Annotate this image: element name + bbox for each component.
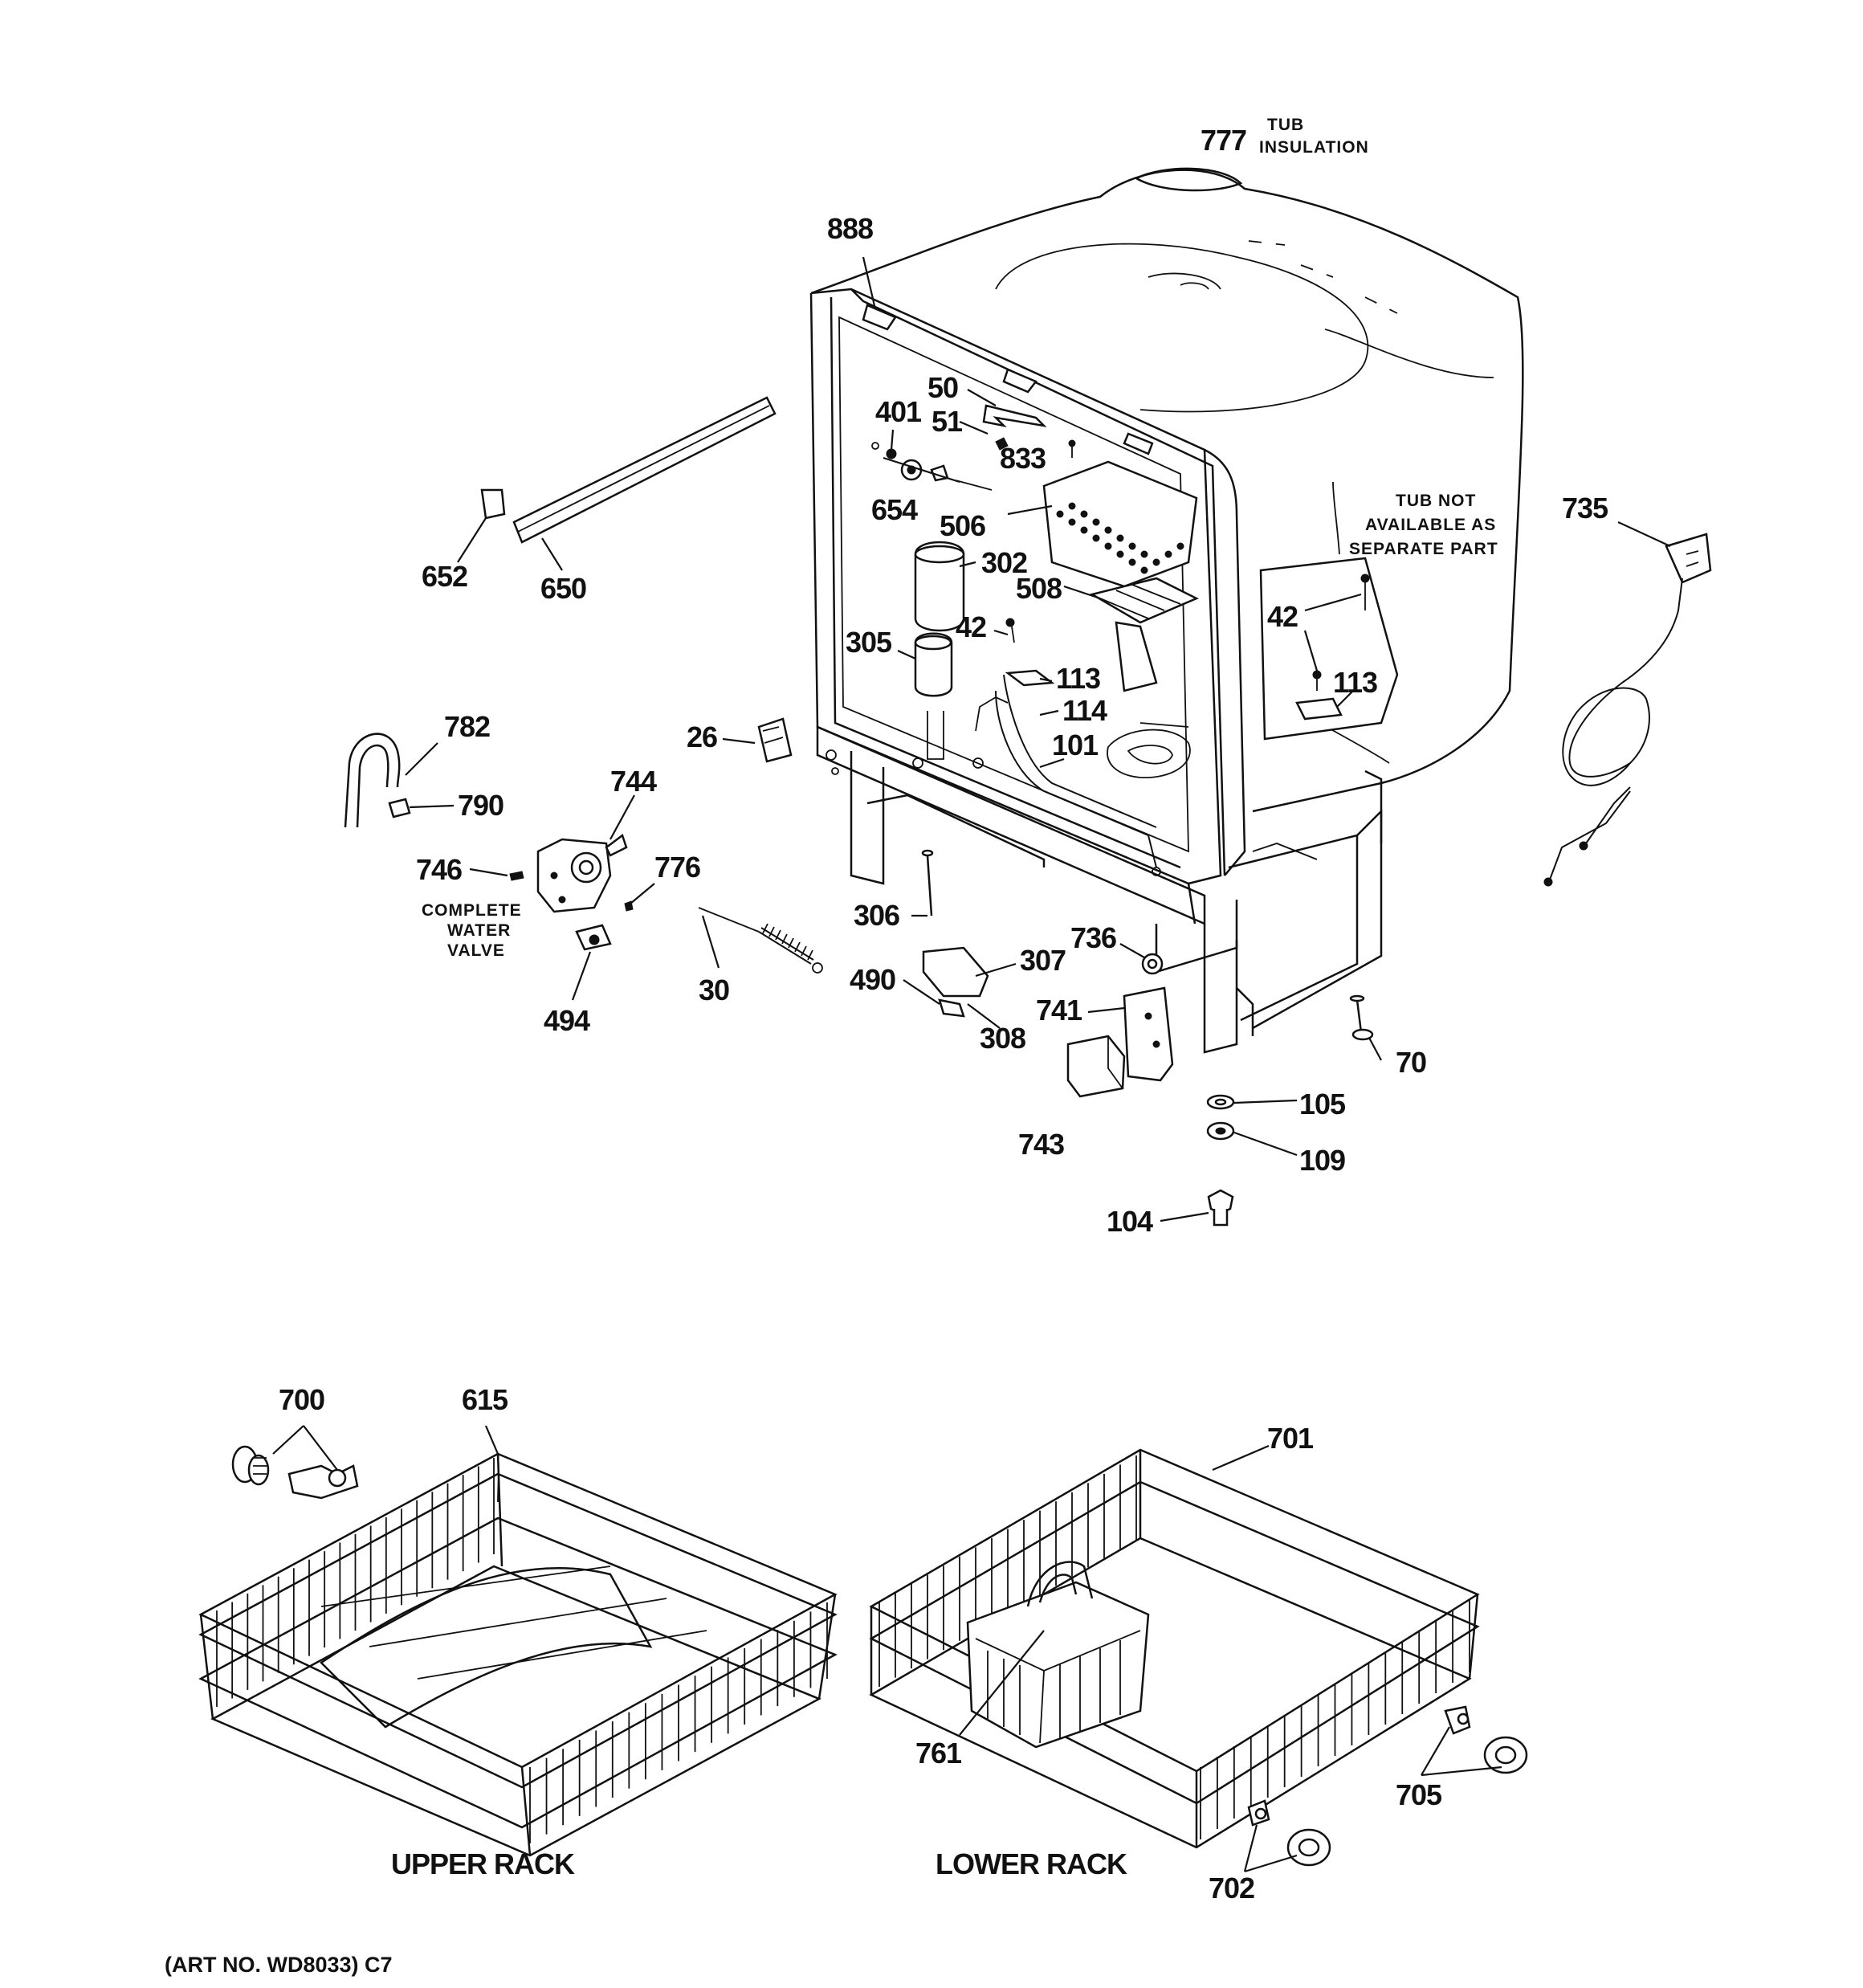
water-valve [509, 833, 634, 951]
note-available-as: AVAILABLE AS [1365, 516, 1496, 534]
callout-109: 109 [1299, 1144, 1345, 1177]
callout-490: 490 [850, 963, 895, 996]
leader-lines [272, 256, 1671, 1873]
callout-305: 305 [846, 626, 892, 659]
art-number: (ART NO. WD8033) C7 [165, 1953, 393, 1977]
notes: TUB INSULATION TUB NOT AVAILABLE AS SEPA… [422, 116, 1498, 960]
note-tub-not: TUB NOT [1396, 492, 1476, 510]
callout-308: 308 [980, 1022, 1025, 1055]
callout-51: 51 [932, 405, 963, 438]
callout-113a: 113 [1056, 662, 1100, 695]
note-insulation: INSULATION [1259, 138, 1369, 157]
callout-777: 777 [1201, 124, 1246, 157]
callout-888: 888 [827, 212, 873, 245]
callout-736: 736 [1070, 921, 1116, 954]
callout-782: 782 [444, 710, 490, 743]
fill-hose [344, 733, 411, 828]
callout-700: 700 [279, 1383, 324, 1416]
callout-labels: 777 888 50 401 51 833 654 506 302 508 42… [279, 124, 1609, 1904]
leveling-leg [1349, 994, 1374, 1041]
note-valve: VALVE [447, 941, 505, 960]
callout-494: 494 [544, 1004, 590, 1037]
callout-307: 307 [1020, 944, 1066, 977]
lower-rack [869, 1448, 1480, 1849]
callout-506: 506 [940, 509, 985, 542]
callout-105: 105 [1299, 1088, 1346, 1121]
callout-42b: 42 [1267, 600, 1298, 633]
callout-70: 70 [1396, 1046, 1426, 1079]
callout-761: 761 [915, 1737, 962, 1770]
callout-508: 508 [1016, 572, 1062, 605]
thermostat-bracket [1066, 986, 1174, 1098]
door-gasket [480, 396, 777, 544]
caption-upper-rack: UPPER RACK [391, 1847, 575, 1880]
tub-assembly [757, 167, 1524, 1054]
callout-776: 776 [654, 851, 700, 884]
callout-702: 702 [1209, 1872, 1254, 1904]
callout-744: 744 [610, 765, 657, 798]
callout-790: 790 [458, 789, 503, 822]
door-spring [698, 907, 823, 974]
callout-401: 401 [875, 395, 922, 428]
lower-rack-roller-702 [1247, 1799, 1331, 1867]
power-cord [1543, 533, 1712, 887]
callout-302: 302 [981, 546, 1027, 579]
callout-306: 306 [854, 899, 899, 932]
note-tub: TUB [1267, 116, 1304, 134]
callout-652: 652 [422, 560, 467, 593]
callout-615: 615 [462, 1383, 508, 1416]
callout-101: 101 [1052, 729, 1099, 761]
caption-lower-rack: LOWER RACK [936, 1847, 1127, 1880]
callout-114: 114 [1062, 694, 1107, 727]
note-complete: COMPLETE [422, 901, 522, 920]
callout-42a: 42 [956, 610, 986, 643]
callout-26: 26 [687, 720, 717, 753]
captions: UPPER RACK LOWER RACK (ART NO. WD8033) C… [165, 1847, 1128, 1977]
callout-741: 741 [1036, 994, 1082, 1027]
callout-113b: 113 [1333, 666, 1377, 699]
drain-fittings [1206, 1094, 1235, 1227]
callout-50: 50 [927, 371, 958, 404]
callout-833: 833 [1000, 442, 1046, 475]
callout-705: 705 [1396, 1778, 1442, 1811]
callout-746: 746 [416, 853, 462, 886]
note-water: WATER [447, 921, 511, 940]
callout-654: 654 [871, 493, 918, 526]
upper-rack-roller [231, 1445, 359, 1500]
note-separate-part: SEPARATE PART [1349, 540, 1498, 558]
upper-rack [198, 1452, 838, 1857]
door-switch [922, 946, 989, 1018]
callout-735: 735 [1562, 492, 1608, 525]
lower-rack-roller-705 [1444, 1705, 1528, 1774]
callout-30: 30 [699, 974, 729, 1006]
callout-650: 650 [540, 572, 586, 605]
callout-743: 743 [1018, 1128, 1064, 1161]
callout-701: 701 [1267, 1422, 1314, 1455]
callout-104: 104 [1107, 1205, 1153, 1238]
